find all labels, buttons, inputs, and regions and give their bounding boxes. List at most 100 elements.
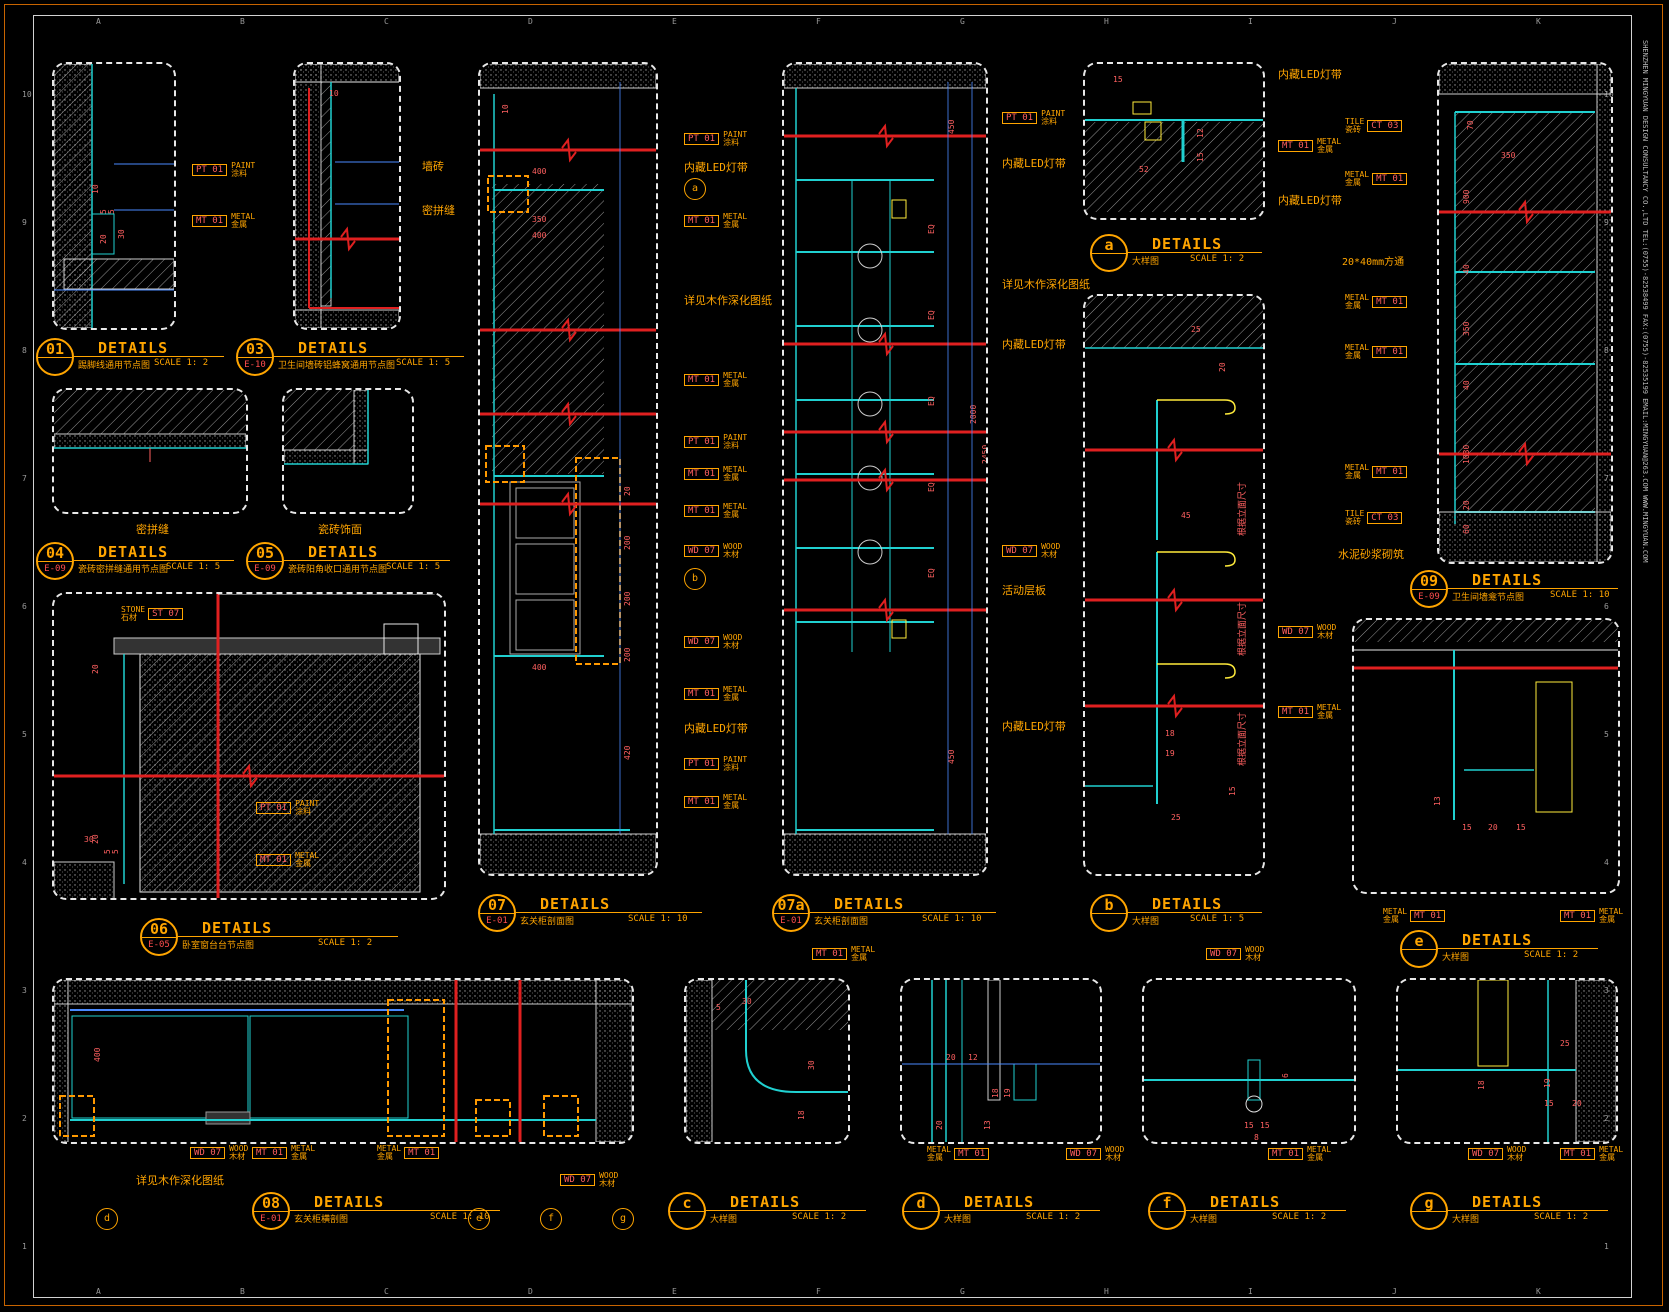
grid-letter: H: [1104, 1287, 1109, 1296]
tag-cn: 瓷砖: [1345, 517, 1361, 526]
tag-cn: 木材: [1245, 953, 1262, 962]
tag-en: METAL: [927, 1145, 952, 1154]
tag-en: WOOD: [1245, 945, 1265, 954]
tag-cn: 涂料: [723, 138, 740, 147]
dim-text: 15: [1544, 1099, 1554, 1108]
title-block-f: f DETAILS 大样图 SCALE 1: 2: [1148, 1192, 1348, 1238]
grid-letter: G: [960, 17, 965, 26]
detail-number: g: [1424, 1194, 1434, 1212]
detail-subtitle: 玄关柜剖面图: [814, 917, 869, 927]
detail-subtitle: 大样图: [1442, 953, 1470, 963]
title-rule: [74, 560, 234, 561]
floor-slab: [63, 258, 174, 290]
floor: [54, 861, 115, 898]
title-rule: [1128, 912, 1262, 913]
dim-text: 350: [1501, 151, 1516, 160]
wall-r: [1596, 64, 1611, 562]
dim-text: 40: [1462, 380, 1471, 390]
tag-code: WD 07: [1206, 948, 1242, 960]
hardware-2: [891, 619, 907, 639]
title-block-a: a DETAILS 大样图 SCALE 1: 2: [1090, 234, 1262, 280]
label-led-a2: 内藏LED灯带: [1278, 194, 1342, 207]
circle-divider: [1402, 949, 1436, 950]
detail-number: 03: [245, 340, 265, 358]
detail-number-circle: [1090, 894, 1128, 932]
highlight-e: [387, 999, 445, 1137]
detail-scale: SCALE 1: 10: [1550, 590, 1610, 600]
hardware-1: [891, 199, 907, 219]
circle-divider: [38, 357, 72, 358]
tag-code: MT 01: [1410, 910, 1446, 922]
ceiling: [295, 64, 399, 83]
title-block-d: d DETAILS 大样图 SCALE 1: 2: [902, 1192, 1102, 1238]
tag-en: PAINT: [231, 161, 256, 170]
title-block-03: 03 E-10 DETAILS 卫生间墙砖铝蜂窝通用节点图 SCALE 1: 5: [236, 338, 466, 384]
tag-en: METAL: [1345, 293, 1370, 302]
tag-code: MT 01: [684, 688, 720, 700]
tag-code: MT 01: [404, 1147, 440, 1159]
label-led-7a-c: 内藏LED灯带: [1002, 720, 1066, 733]
tag-en: METAL: [1317, 703, 1342, 712]
dim-text: 40: [1462, 264, 1471, 274]
grid-letter: D: [528, 17, 533, 26]
detail-number-circle: [140, 918, 178, 956]
dim-text: 450: [947, 119, 956, 134]
detail-number-circle: [1148, 1192, 1186, 1230]
tag-cn: 木材: [723, 641, 740, 650]
dim-text: 20: [91, 664, 100, 674]
circle-divider: [142, 937, 176, 938]
label-brick: 墙砖: [422, 160, 444, 173]
tag-cn: 木材: [1507, 1153, 1524, 1162]
title-rule: [74, 356, 224, 357]
upper: [712, 980, 848, 1030]
dim-text: 1030: [1462, 445, 1471, 464]
detail-title: DETAILS: [98, 339, 169, 357]
title-rule: [1438, 948, 1598, 949]
tag-en: METAL: [295, 851, 320, 860]
hole: [857, 539, 883, 565]
grid-number: 3: [22, 986, 27, 995]
dim-text: 20: [1462, 500, 1471, 510]
wall-r: [595, 980, 632, 1142]
highlight-a: [487, 175, 529, 213]
detail-scale: SCALE 1: 10: [628, 914, 688, 924]
circle-divider: [238, 357, 272, 358]
label-wood-deep-07: 详见木作深化图纸: [684, 294, 772, 307]
detail-scale: SCALE 1: 5: [166, 562, 221, 572]
shelf-lip: [1157, 399, 1236, 415]
block: [987, 980, 1001, 1101]
detail-subtitle: 大样图: [944, 1215, 972, 1225]
tag-code: MT 01: [252, 1147, 288, 1159]
detail-number-circle: [1410, 1192, 1448, 1230]
tag-cn: 金属: [1383, 915, 1399, 924]
detail-title: DETAILS: [540, 895, 611, 913]
tag-cn: 涂料: [295, 807, 312, 816]
grid-letter: B: [240, 17, 245, 26]
detail-number-circle: [1400, 930, 1438, 968]
detail-number-circle: [902, 1192, 940, 1230]
detail-subtitle: 玄关柜剖面图: [520, 917, 575, 927]
cut-break: [242, 763, 258, 789]
dim-text: 18: [1165, 729, 1175, 738]
detail-subtitle: 大样图: [1190, 1215, 1218, 1225]
dim-text: 400: [532, 663, 547, 672]
tag-code: CT 03: [1367, 512, 1403, 524]
tag-cn: 金属: [723, 473, 740, 482]
detail-subtitle: 瓷砖密拼缝通用节点图: [78, 565, 169, 575]
detail-title: DETAILS: [98, 543, 169, 561]
dim-text: 15: [1196, 152, 1205, 162]
detail-number-circle: [36, 542, 74, 580]
